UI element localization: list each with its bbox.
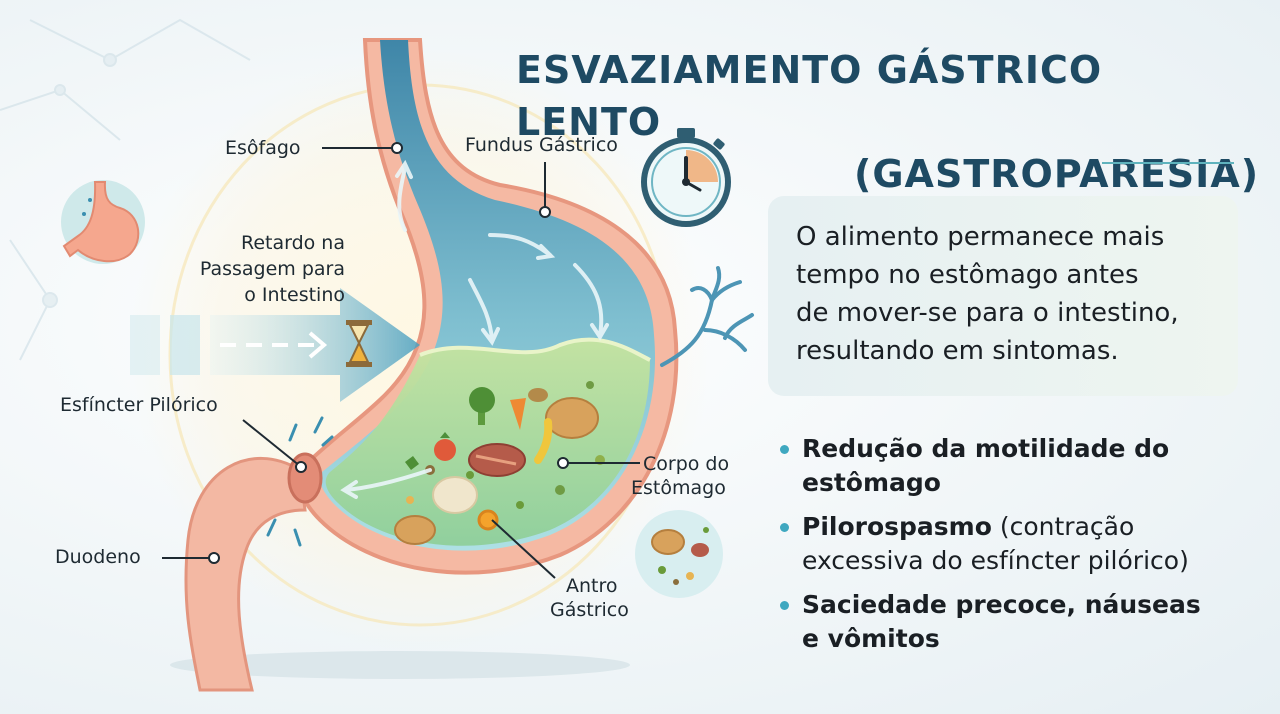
symptom-item: Pilorospasmo (contração excessiva do esf… [780, 510, 1260, 578]
label-duodeno: Duodeno [55, 546, 141, 568]
chyme-surface [419, 337, 651, 362]
small-stomach-icon [61, 180, 145, 264]
label-retardo: Retardo na Passagem para o Intestino [170, 230, 345, 308]
page-title: ESVAZIAMENTO GÁSTRICO LENTO (GASTROPARES… [516, 44, 1260, 200]
label-esofago: Esôfago [225, 137, 301, 159]
delay-arrow [130, 288, 420, 402]
title-divider [1102, 162, 1234, 164]
label-antro-line: Antro [566, 575, 618, 597]
symptom-bold: e vômitos [802, 624, 940, 653]
label-retardo-line: Retardo na [240, 232, 345, 254]
label-corpo-line: Corpo do [643, 453, 730, 475]
symptom-line: excessiva do esfíncter pilórico) [802, 544, 1260, 578]
symptom-list: Redução da motilidade do estômago Piloro… [780, 432, 1260, 666]
info-line: tempo no estômago antes [796, 260, 1139, 290]
motion-arrows [340, 159, 609, 499]
symptom-bold: Redução da motilidade do [802, 434, 1170, 463]
stomach-chyme [325, 339, 650, 546]
bullet-dot [780, 445, 789, 454]
title-line: (GASTROPARESIA) [854, 152, 1260, 196]
stopwatch-icon [641, 128, 731, 227]
info-line: O alimento permanece mais [796, 222, 1165, 252]
label-retardo-line: Passagem para [199, 258, 345, 280]
bullet-dot [780, 601, 789, 610]
symptom-bold: Saciedade precoce, náuseas [802, 590, 1201, 619]
symptom-item: Saciedade precoce, náuseas e vômitos [780, 588, 1260, 656]
title-line: ESVAZIAMENTO GÁSTRICO LENTO [516, 48, 1103, 144]
food-pieces [394, 381, 605, 545]
symptom-line: Redução da motilidade do [802, 432, 1260, 466]
background-network-decoration [0, 18, 251, 361]
symptom-line: estômago [802, 466, 1260, 500]
sphincter-spasm-marks [266, 416, 334, 547]
label-fundus-gastrico: Fundus Gástrico [465, 134, 618, 156]
info-line: de mover-se para o intestino, [796, 298, 1179, 328]
symptom-text: (contração [991, 512, 1135, 541]
leader-dots [208, 142, 569, 564]
symptom-bold: estômago [802, 468, 941, 497]
symptom-line: Saciedade precoce, náuseas [802, 588, 1260, 622]
floor-shadow [170, 651, 630, 679]
info-box: O alimento permanece mais tempo no estôm… [768, 196, 1238, 396]
symptom-text: excessiva do esfíncter pilórico) [802, 546, 1189, 575]
nerve-icon [660, 266, 754, 367]
info-line: resultando em sintomas. [796, 336, 1119, 366]
symptom-bold: Pilorospasmo [802, 512, 992, 541]
duodenum-shape [184, 457, 307, 692]
bullet-dot [780, 523, 789, 532]
label-corpo-line: Estômago [631, 477, 726, 499]
label-antro-gastrico: Antro Gástrico [550, 574, 629, 622]
leader-lines [162, 147, 640, 579]
symptom-line: e vômitos [802, 622, 1260, 656]
hourglass-icon [346, 320, 372, 367]
symptom-item: Redução da motilidade do estômago [780, 432, 1260, 500]
food-bits-icon [635, 510, 723, 598]
label-esfincter-pilorico: Esfíncter Pilórico [60, 394, 218, 416]
label-retardo-line: o Intestino [244, 284, 345, 306]
label-antro-line: Gástrico [550, 599, 629, 621]
label-corpo-do-estomago: Corpo do Estômago [631, 452, 730, 500]
symptom-line: Pilorospasmo (contração [802, 510, 1260, 544]
